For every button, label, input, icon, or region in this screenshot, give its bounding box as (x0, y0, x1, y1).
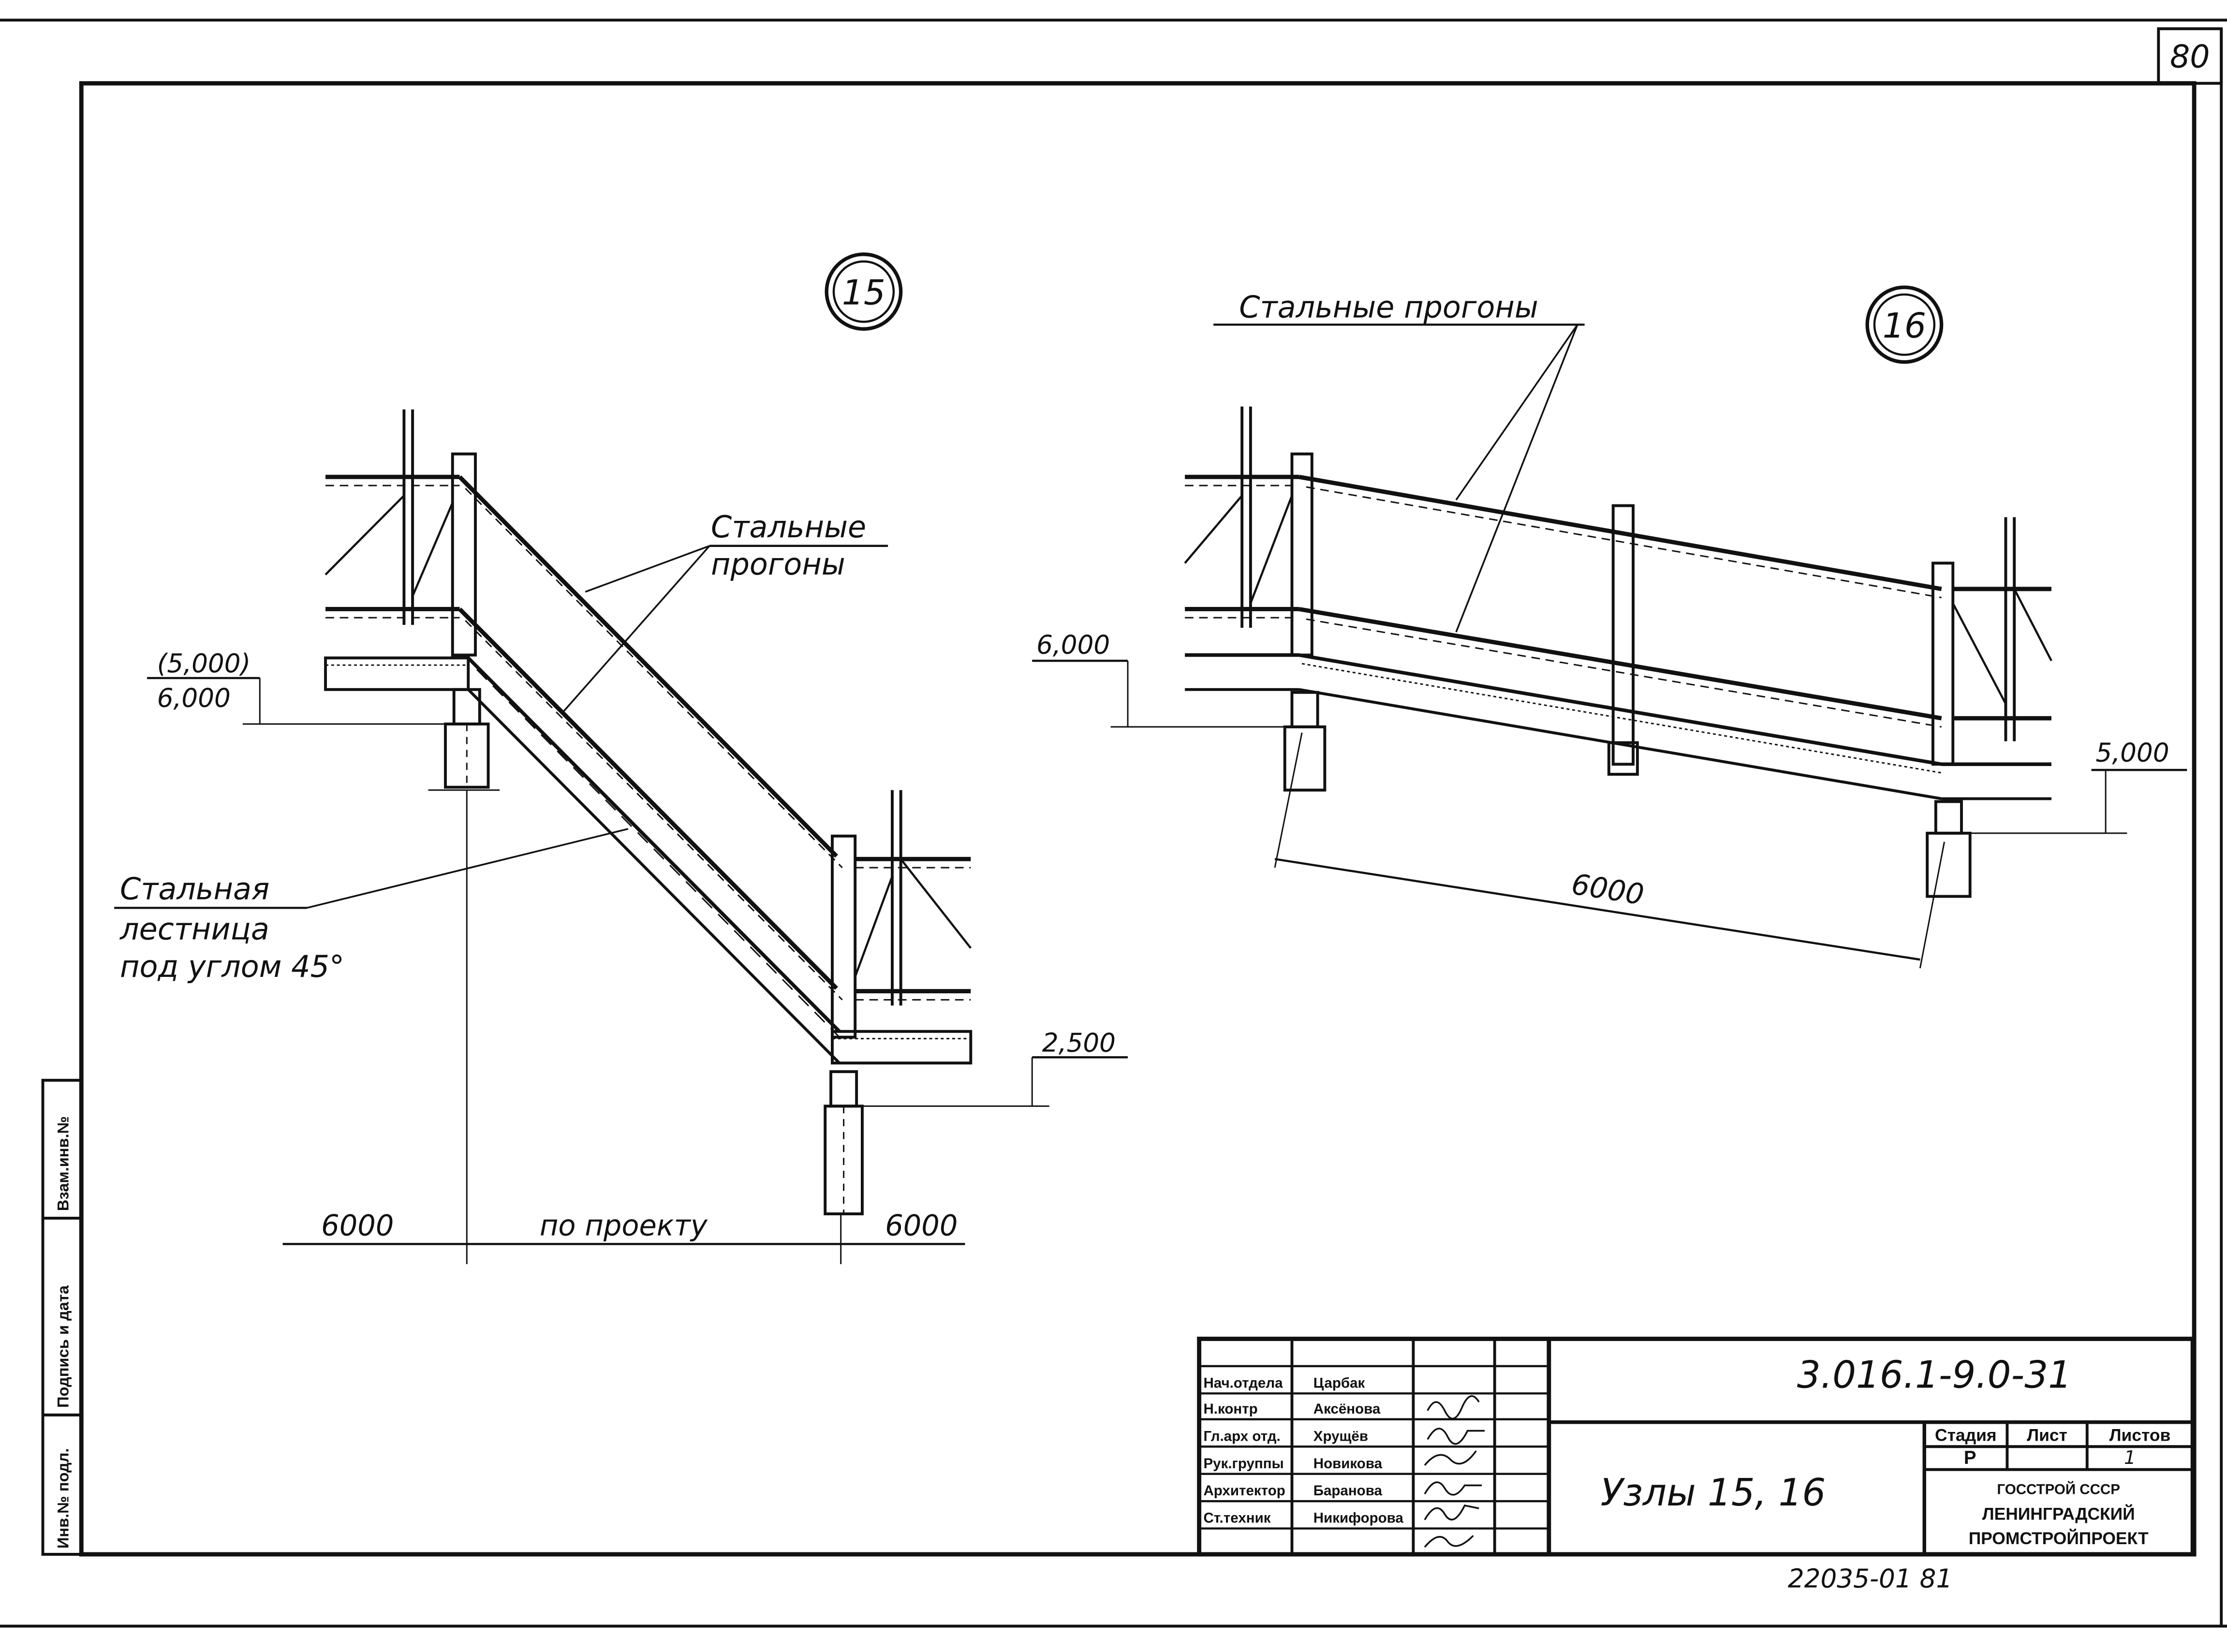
sig-role-1: Нач.отдела (1203, 1375, 1283, 1391)
sig-name-2: Аксёнова (1313, 1401, 1381, 1417)
node-15-purlins-label-2: прогоны (711, 546, 845, 582)
node-15-stair-label-1: Стальная (120, 871, 269, 906)
node-15-dim-left: 6000 (321, 1209, 394, 1242)
stage-header: Стадия (1935, 1425, 1997, 1445)
org-line-3: ПРОМСТРОЙПРОЕКТ (1969, 1529, 2149, 1548)
node-16-marker-circle (1865, 285, 1944, 364)
side-stamp: Инв.№ подл. Подпись и дата Взам.инв.№ (41, 1078, 83, 1556)
node-15-level-top: (5,000) (157, 649, 251, 678)
node-16-level-right: 5,000 (2095, 738, 2169, 767)
sig-role-2: Н.контр (1203, 1401, 1257, 1417)
sig-name-1: Царбак (1313, 1375, 1365, 1391)
sig-role-4: Рук.группы (1203, 1456, 1283, 1472)
sig-name-4: Новикова (1313, 1456, 1383, 1472)
node-15-level-bottom: 6,000 (157, 683, 231, 713)
sig-role-6: Ст.техник (1203, 1510, 1270, 1526)
sheet-value: 1 (2124, 1447, 2136, 1469)
node-15-level-low: 2,500 (1042, 1028, 1116, 1058)
node-15-marker-label: 15 (842, 273, 885, 313)
node-15-purlins-label-1: Стальные (711, 509, 866, 545)
node-15-marker-circle (825, 252, 903, 331)
sig-name-3: Хрущёв (1313, 1428, 1368, 1444)
sig-role-3: Гл.арх отд. (1203, 1428, 1280, 1444)
sig-name-5: Баранова (1313, 1483, 1383, 1499)
title-block (1197, 1336, 2195, 1557)
sheet-number: 80 (2170, 39, 2210, 75)
stage-value: Р (1964, 1447, 1976, 1468)
node-15-dim-right: 6000 (885, 1209, 958, 1242)
node-15-drawing: 15 (114, 252, 1128, 1264)
node-16-marker-label: 16 (1883, 306, 1926, 346)
node-15-stair-label-3: под углом 45° (120, 949, 344, 984)
drawing-code: 3.016.1-9.0-31 (1797, 1354, 2072, 1397)
sheet-header: Лист (2027, 1425, 2067, 1445)
side-stamp-signature: Подпись и дата (55, 1285, 72, 1408)
node-16-level-left: 6,000 (1036, 630, 1110, 660)
node-16-drawing (1032, 285, 2187, 969)
org-line-2: ЛЕНИНГРАДСКИЙ (1982, 1504, 2135, 1524)
drawing-title: Узлы 15, 16 (1600, 1472, 1826, 1515)
side-stamp-replace: Взам.инв.№ (55, 1116, 72, 1211)
sheet-frame (0, 18, 2227, 1628)
org-line-1: ГОССТРОЙ СССР (1997, 1481, 2120, 1497)
node-16-purlins-label: Стальные прогоны (1239, 289, 1538, 324)
side-stamp-inv: Инв.№ подл. (55, 1448, 72, 1549)
node-15-dim-mid: по проекту (540, 1209, 708, 1242)
sig-role-5: Архитектор (1203, 1483, 1285, 1499)
sig-name-6: Никифорова (1313, 1510, 1404, 1526)
node-15-stair-label-2: лестница (119, 911, 269, 946)
inventory-number: 22035-01 81 (1788, 1564, 1952, 1593)
sheets-header: Листов (2109, 1425, 2171, 1445)
node-16-dim-span: 6000 (1569, 867, 1646, 912)
